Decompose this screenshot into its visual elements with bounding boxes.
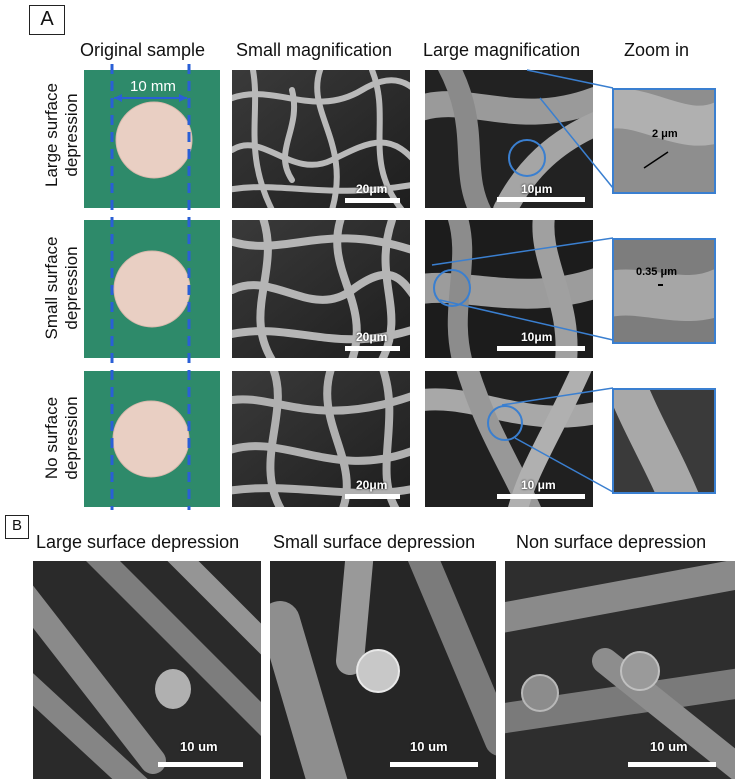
sample-photo-large [84, 70, 220, 208]
scale-bar-large-1 [497, 197, 585, 202]
cross-section-none [505, 561, 735, 779]
column-header-small-mag: Small magnification [236, 40, 393, 60]
b-scale-bar-3 [628, 762, 716, 767]
sample-photo-none [84, 371, 220, 507]
panel-a-label: A [29, 5, 65, 35]
scale-label-small-2: 20μm [356, 330, 388, 344]
scale-bar-small-1 [345, 198, 400, 203]
panel-b-title-none: Non surface depression [516, 532, 707, 552]
zoom-box-large: 2 μm [612, 88, 716, 194]
column-header-original: Original sample [80, 40, 206, 60]
scale-label-small-3: 20μm [356, 478, 388, 492]
zoom-label-small: 0.35 μm [636, 266, 677, 278]
sem-large-mag-large [425, 70, 593, 208]
scale-bar-small-2 [345, 346, 400, 351]
b-scale-bar-2 [390, 762, 478, 767]
b-scale-label-2: 10 um [410, 739, 448, 754]
zoom-connectors [431, 69, 614, 493]
scale-label-large-2: 10μm [521, 330, 553, 344]
panel-b-title-small: Small surface depression [273, 532, 476, 552]
scale-bar-large-2 [497, 346, 585, 351]
b-scale-bar-1 [158, 762, 243, 767]
panel-b-title-large: Large surface depression [36, 532, 240, 552]
zoom-box-none [612, 388, 716, 494]
column-header-zoom: Zoom in [624, 40, 690, 60]
scale-label-large-3: 10 μm [521, 478, 556, 492]
sem-large-mag-none [425, 371, 593, 507]
b-scale-label-1: 10 um [180, 739, 218, 754]
scale-label-large-1: 10μm [521, 182, 553, 196]
scale-label-small-1: 20μm [356, 182, 388, 196]
column-header-large-mag: Large magnification [423, 40, 581, 60]
scale-bar-large-3 [497, 494, 585, 499]
sem-small-mag-small [232, 220, 410, 358]
scale-bar-small-3 [345, 494, 400, 499]
zoom-box-small: 0.35 μm [612, 238, 716, 344]
cross-section-small [270, 561, 496, 779]
sem-small-mag-large [232, 70, 410, 208]
cross-section-large [33, 561, 261, 779]
panel-b-label: B [5, 515, 29, 539]
zoom-label-large: 2 μm [652, 128, 678, 140]
b-scale-label-3: 10 um [650, 739, 688, 754]
sample-guides [110, 64, 191, 510]
sample-width-label: 10 mm [130, 78, 176, 95]
